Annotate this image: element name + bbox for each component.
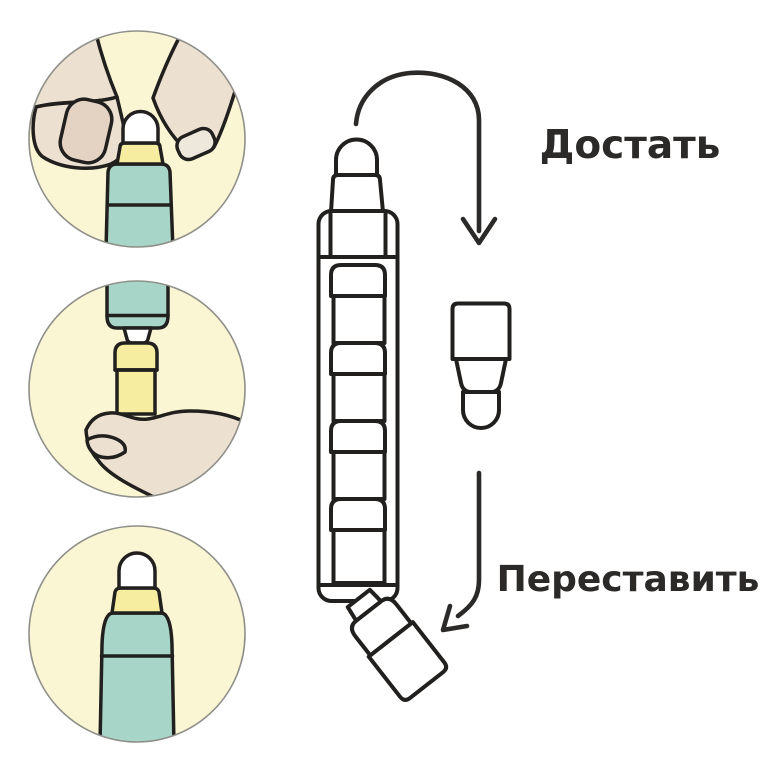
step3-fresh-tip-circle	[28, 525, 246, 743]
pencil-tip-dome	[334, 137, 379, 178]
step2-white-nub	[122, 326, 153, 345]
arrow-extract-icon	[353, 70, 498, 246]
cartridge-cap	[329, 497, 387, 532]
step2-circle-ring	[28, 280, 246, 498]
left-fingertip-pad	[58, 97, 114, 165]
step3-pencil-body	[98, 611, 176, 742]
step2-yellow-cartridge-body	[115, 368, 157, 416]
reinserted-body	[366, 620, 449, 702]
extracted-cartridge	[450, 301, 512, 430]
reinserted-cartridge	[345, 587, 449, 702]
arrow-reinsert-icon	[440, 470, 482, 633]
reinserted-collar	[349, 596, 414, 658]
step2-insert-back-circle	[28, 280, 246, 498]
step2-yellow-cartridge-cap	[113, 341, 159, 372]
step1-yellow-collar	[115, 141, 165, 166]
cartridge-cap	[329, 341, 387, 376]
right-fingernail	[175, 126, 217, 162]
extracted-collar	[454, 357, 508, 394]
cartridge-body	[331, 372, 387, 423]
arrow-extract-curve	[353, 70, 482, 234]
cartridge-cap	[329, 263, 387, 298]
label-reinsert: Переставить	[497, 559, 760, 600]
label-extract: Достать	[540, 123, 721, 168]
step1-pencil-body	[104, 162, 175, 247]
thumb-tip	[85, 434, 128, 460]
extracted-nub	[461, 390, 501, 430]
step1-circle-ring	[28, 30, 246, 248]
extracted-body	[450, 301, 512, 361]
left-finger	[29, 31, 119, 114]
cartridge-body	[331, 528, 387, 585]
arrow-extract-head	[460, 216, 498, 246]
step2-pencil-back	[105, 281, 170, 330]
stacked-pencil	[316, 137, 449, 702]
step1-white-tip	[121, 109, 160, 145]
arrow-reinsert-curve	[455, 470, 482, 619]
cartridge-cap	[329, 419, 387, 454]
step3-yellow-collar	[110, 586, 164, 615]
step1-pull-tip-circle	[28, 30, 246, 248]
step3-white-tip	[117, 551, 157, 590]
step3-circle-ring	[28, 525, 246, 743]
cartridge-body	[331, 450, 387, 501]
cartridge-body	[331, 294, 387, 345]
arrow-reinsert-head	[440, 603, 470, 633]
pencil-tip-collar	[329, 173, 385, 214]
